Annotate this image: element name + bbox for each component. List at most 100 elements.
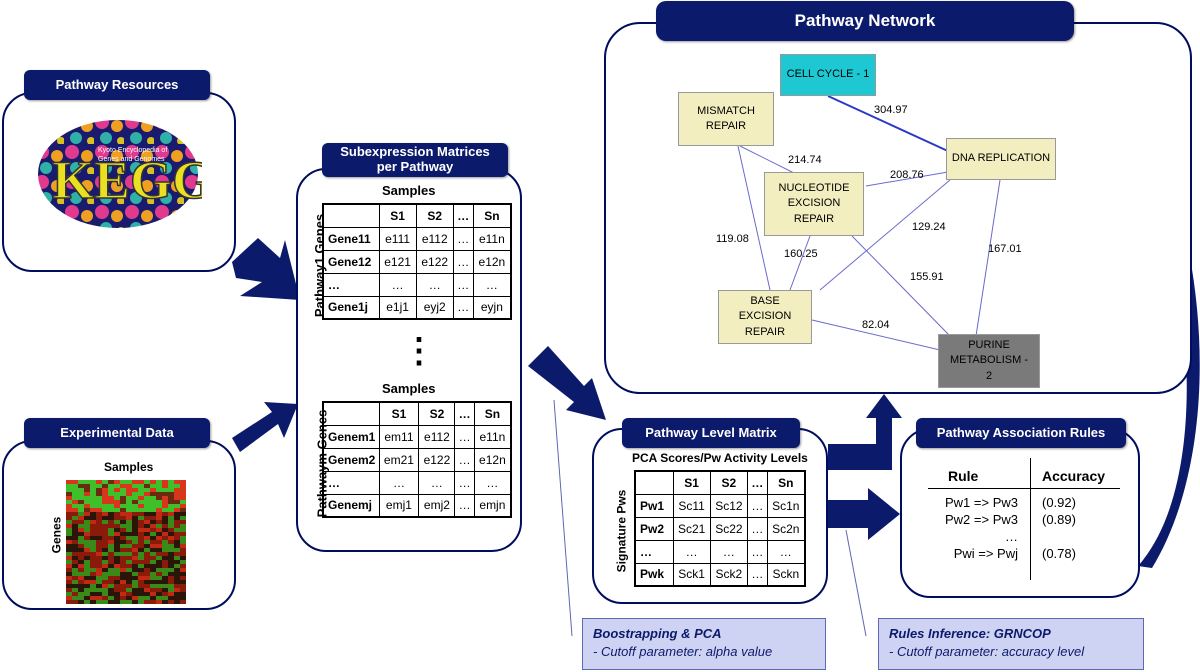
connector-rules-inference: [845, 529, 867, 637]
edge-nucleotide-base: [789, 235, 811, 291]
matrix-cell: e11n: [473, 424, 512, 449]
matrix-cell: …: [747, 539, 768, 564]
matrix-cell: …: [747, 562, 768, 587]
edge-label-9: 82.04: [862, 319, 890, 331]
rules-header-rule: Rule: [948, 468, 979, 484]
matrix-cell: emj1: [378, 493, 420, 518]
matrix-header-cell: Sn: [473, 401, 512, 426]
matrix-header-cell: S2: [418, 401, 456, 426]
rule-text: …: [1005, 529, 1018, 544]
matrix-cell: e12n: [473, 447, 512, 472]
expression-heatmap: [66, 480, 187, 605]
rules-header-accuracy: Accuracy: [1042, 468, 1106, 484]
bootstrapping-note-title: Boostrapping & PCA: [593, 626, 722, 641]
bootstrapping-note: Boostrapping & PCA - Cutoff parameter: a…: [582, 618, 826, 670]
matrix-cell: …: [452, 249, 474, 274]
matrix-row-header: …: [634, 539, 674, 564]
matrix-header-cell: Sn: [766, 470, 806, 495]
heatmap-cells: [66, 480, 187, 605]
matrix-header-cell: S2: [709, 470, 749, 495]
matrix-cell: Sc11: [672, 493, 711, 518]
subexpression-title: Subexpression Matrices per Pathway: [322, 143, 508, 177]
rule-accuracy: (0.92): [1042, 495, 1076, 510]
matrix-cell: Sc2n: [766, 516, 806, 541]
edge-label-1: 304.97: [874, 104, 908, 116]
bootstrapping-note-detail: - Cutoff parameter: alpha value: [593, 643, 773, 659]
edge-base-dna: [819, 179, 951, 291]
node-mismatch-repair: MISMATCH REPAIR: [678, 92, 774, 146]
matrix-cell: Sc1n: [766, 493, 806, 518]
edge-label-7: 167.01: [988, 243, 1022, 255]
matrix-cell: …: [452, 272, 474, 297]
matrix-cell: Sc12: [709, 493, 749, 518]
arrow-level-to-rules: [828, 488, 900, 540]
matrix-cell: emjn: [473, 493, 512, 518]
matrix-cell: …: [454, 424, 475, 449]
matrix-row: ……………: [322, 272, 512, 297]
edge-dna-purine: [975, 179, 1001, 337]
matrix-row-header: …: [322, 272, 380, 297]
edge-label-8: 155.91: [910, 271, 944, 283]
network-panel: [604, 22, 1192, 394]
matrix-cell: …: [454, 493, 475, 518]
matrix-cell: eyjn: [472, 295, 512, 320]
rules-header-line: [928, 488, 1120, 489]
node-cell-cycle: CELL CYCLE - 1: [780, 54, 876, 96]
matrix-cell: e12n: [472, 249, 512, 274]
matrix-cell: em21: [378, 447, 420, 472]
matrix-row-header: Genem2: [322, 447, 380, 472]
level-matrix-title: Pathway Level Matrix: [622, 418, 800, 448]
matrix-row: ……………: [634, 539, 806, 564]
edge-label-5: 119.08: [716, 233, 749, 245]
kegg-logo-letters: KEGG: [52, 150, 202, 210]
rules-panel: [900, 428, 1140, 598]
matrix-row-header: Gene11: [322, 226, 380, 251]
matrix-cell: …: [709, 539, 749, 564]
matrix-header-cell: [634, 470, 674, 495]
matrix-cell: …: [472, 272, 512, 297]
matrix-cell: Sc21: [672, 516, 711, 541]
matrix-cell: …: [452, 226, 474, 251]
level-matrix-subtitle: PCA Scores/Pw Activity Levels: [632, 451, 808, 465]
edge-label-6: 160.25: [784, 248, 818, 260]
matrix-row-header: Genemj: [322, 493, 380, 518]
matrix-header-cell: Sn: [472, 203, 512, 228]
matrix-cell: …: [747, 493, 768, 518]
rule-accuracy: [1028, 529, 1042, 546]
arrow-subexpr-to-level: [528, 346, 606, 420]
matrix-cell: eyj2: [415, 295, 454, 320]
matrix-cell: …: [473, 470, 512, 495]
matrix-row-header: Gene1j: [322, 295, 380, 320]
rules-inference-note-title: Rules Inference: GRNCOP: [889, 626, 1051, 641]
rule-row: Pw2 => Pw3(0.89): [928, 512, 1128, 529]
node-purine-metabolism: PURINE METABOLISM - 2: [938, 334, 1040, 388]
matrix-cell: e112: [415, 226, 454, 251]
samples-label-1: Samples: [382, 183, 436, 198]
matrix-header-cell: …: [452, 203, 474, 228]
matrix-cell: e1j1: [378, 295, 417, 320]
kegg-logo: KEGG Kyoto Encyclopedia of Genes and Gen…: [38, 120, 202, 228]
svg-text:Kyoto Encyclopedia of: Kyoto Encyclopedia of: [98, 147, 167, 154]
signature-pws-label: Signature Pws: [614, 489, 629, 573]
rules-inference-note: Rules Inference: GRNCOP - Cutoff paramet…: [878, 618, 1144, 670]
matrix-cell: emj2: [418, 493, 456, 518]
edge-label-3: 208.76: [890, 169, 924, 181]
edge-nucleotide-purine: [851, 235, 951, 337]
matrix-cell: …: [452, 295, 474, 320]
node-base-excision-repair: BASE EXCISION REPAIR: [718, 290, 812, 344]
rule-row: Pw1 => Pw3(0.92): [928, 495, 1128, 512]
matrix-cell: …: [672, 539, 711, 564]
matrix-cell: Sc22: [709, 516, 749, 541]
arrow-resources-to-subexpr: [232, 238, 300, 300]
rule-accuracy: (0.89): [1042, 512, 1076, 527]
edge-label-4: 129.24: [912, 221, 946, 233]
node-dna-replication: DNA REPLICATION: [946, 138, 1056, 180]
rule-row: …: [928, 529, 1128, 546]
